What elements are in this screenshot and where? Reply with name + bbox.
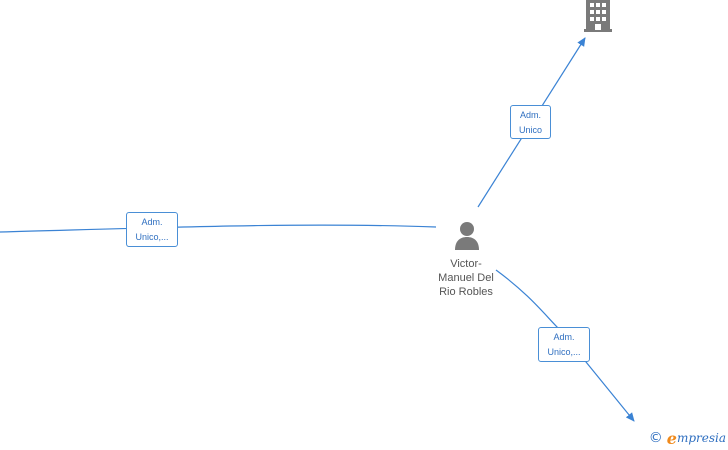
empresia-logo: © e mpresia xyxy=(648,428,726,448)
person-name[interactable]: Victor- Manuel Del Rio Robles xyxy=(424,257,508,299)
building-icon[interactable] xyxy=(584,0,612,32)
person-name-line2: Manuel Del xyxy=(438,272,494,284)
brand-initial: e xyxy=(666,428,677,448)
person-name-line1: Victor- xyxy=(450,258,482,270)
edge-label-bottom-line2: Unico,... xyxy=(547,347,581,357)
edge-label-bottom[interactable]: Adm. Unico,... xyxy=(538,327,590,362)
person-icon[interactable] xyxy=(455,222,479,250)
person-name-line3: Rio Robles xyxy=(439,286,493,298)
link-left xyxy=(0,224,437,233)
edge-label-top-line1: Adm. xyxy=(519,110,541,120)
edge-label-left[interactable]: Adm. Unico,... xyxy=(126,212,178,247)
edge-label-top[interactable]: Adm. Unico xyxy=(510,105,551,139)
edge-label-left-line1: Adm. xyxy=(141,217,163,227)
edge-label-left-line2: Unico,... xyxy=(135,232,169,242)
brand-name: mpresia xyxy=(676,431,726,445)
copyright-symbol: © xyxy=(648,430,663,446)
edge-label-top-line2: Unico xyxy=(518,125,542,135)
edge-label-bottom-line1: Adm. xyxy=(553,332,575,342)
